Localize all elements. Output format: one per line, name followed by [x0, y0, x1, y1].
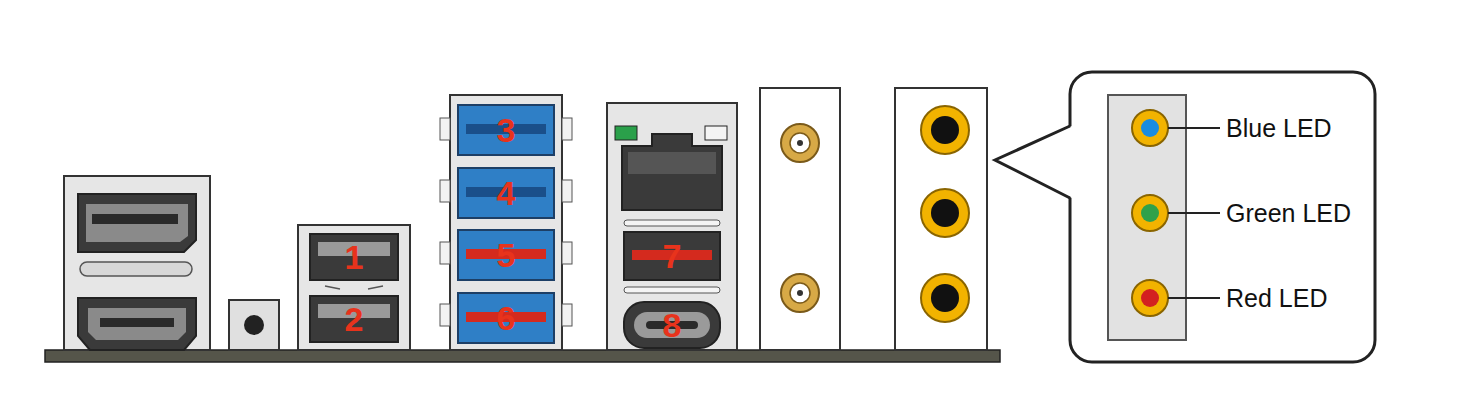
lan-usb-block: [607, 103, 737, 350]
led-label: Blue LED: [1226, 116, 1332, 141]
callout-number: 8: [663, 308, 682, 342]
bios-button: [229, 300, 279, 350]
callout-number: 6: [497, 301, 516, 335]
antenna-connectors: [760, 88, 840, 350]
led-label: Red LED: [1226, 286, 1327, 311]
callout-number: 3: [497, 113, 516, 147]
display-ports: [64, 176, 210, 350]
audio-jacks: [895, 88, 987, 350]
callout-number: 1: [345, 240, 364, 274]
usb2-ports: [298, 225, 410, 350]
callout-number: 2: [345, 302, 364, 336]
led-callout: [995, 72, 1375, 362]
callout-number: 4: [497, 176, 516, 210]
base-bar: [45, 350, 1000, 362]
callout-number: 5: [497, 238, 516, 272]
callout-number: 7: [663, 239, 682, 273]
led-label: Green LED: [1226, 201, 1351, 226]
usb3-ports: [440, 95, 572, 350]
